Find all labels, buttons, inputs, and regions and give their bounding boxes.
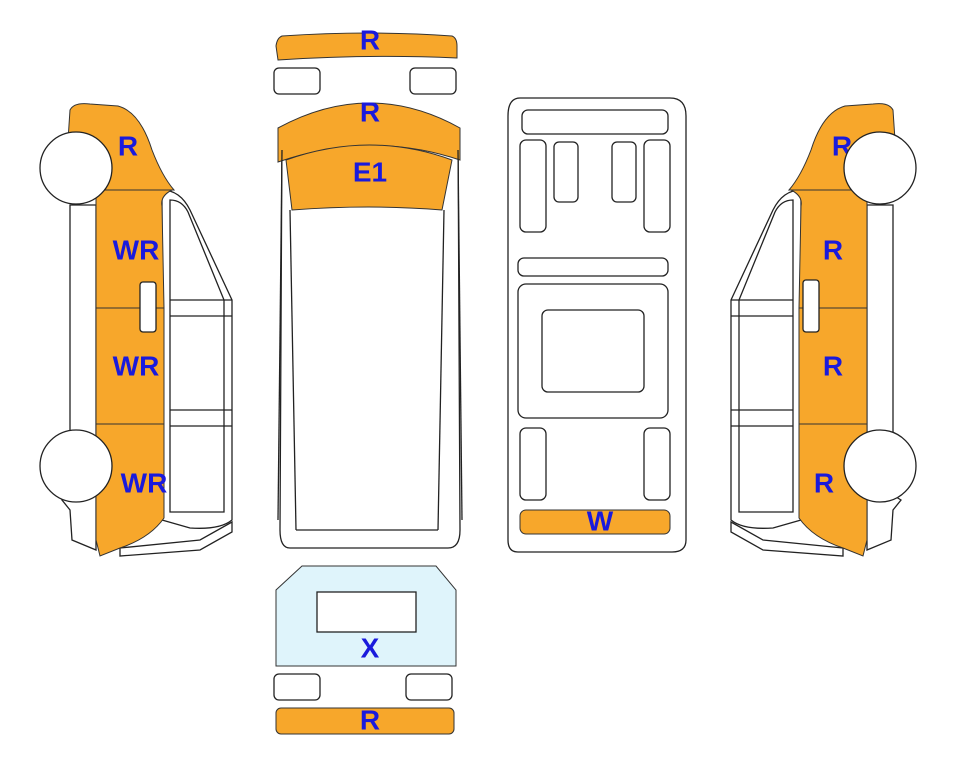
left-door-handle bbox=[139, 281, 157, 333]
right-rear-quarter-label: R bbox=[814, 467, 834, 498]
top-view: R E1 bbox=[277, 96, 463, 549]
roof-left-rail bbox=[289, 209, 297, 531]
rear-view: X R bbox=[273, 565, 457, 735]
right-door-handle bbox=[802, 279, 820, 333]
underside-rear-panel[interactable] bbox=[519, 509, 671, 535]
bonnet-label: R bbox=[360, 96, 380, 127]
left-sliding-door-label: WR bbox=[113, 350, 160, 381]
right-side-view: R R R R bbox=[730, 103, 917, 557]
roof-front-panel[interactable] bbox=[285, 144, 453, 211]
underside-front-right-tank bbox=[611, 141, 637, 203]
left-front-door-panel[interactable] bbox=[95, 189, 173, 309]
roof-right-rail bbox=[437, 209, 445, 531]
underside-front-crossmember bbox=[521, 109, 669, 135]
left-headlight bbox=[273, 67, 321, 95]
left-front-wing-label: R bbox=[118, 130, 138, 161]
left-front-door-label: WR bbox=[113, 234, 160, 265]
left-mirror-edge bbox=[277, 149, 283, 521]
underside-view: W bbox=[507, 97, 687, 553]
underside-rear-left-rail bbox=[519, 427, 547, 501]
right-bottom-trim bbox=[730, 520, 844, 557]
rear-bumper-label: R bbox=[360, 704, 380, 735]
left-rear-wheel-icon bbox=[39, 429, 113, 503]
front-bumper-panel[interactable] bbox=[275, 32, 458, 61]
right-front-door-label: R bbox=[823, 234, 843, 265]
left-rear-quarter-panel[interactable] bbox=[95, 423, 165, 557]
underside-front-left-rail bbox=[519, 139, 547, 233]
right-headlight bbox=[409, 67, 457, 95]
rear-window-label: X bbox=[361, 632, 380, 663]
underside-rear-label: W bbox=[587, 505, 614, 536]
rear-bumper-panel[interactable] bbox=[275, 707, 455, 735]
right-window-inner bbox=[738, 199, 794, 513]
underside-spare-well bbox=[541, 309, 645, 393]
left-rear-quarter-label: WR bbox=[121, 467, 168, 498]
rear-number-plate bbox=[316, 591, 417, 633]
left-tail-light bbox=[273, 673, 321, 701]
right-mirror-edge bbox=[457, 149, 463, 521]
right-rear-wheel-icon bbox=[843, 429, 917, 503]
underside-front-right-rail bbox=[643, 139, 671, 233]
right-front-wheel-icon bbox=[843, 131, 917, 205]
front-view: R bbox=[273, 24, 458, 95]
left-front-wheel-icon bbox=[39, 131, 113, 205]
underside-mid-crossmember bbox=[517, 257, 669, 277]
left-bottom-trim bbox=[119, 520, 233, 557]
right-sliding-door-label: R bbox=[823, 350, 843, 381]
right-front-door-panel[interactable] bbox=[790, 189, 868, 309]
right-tail-light bbox=[405, 673, 453, 701]
left-window-frame bbox=[161, 189, 233, 529]
underside-front-left-tank bbox=[553, 141, 579, 203]
underside-rear-right-rail bbox=[643, 427, 671, 501]
roof-front-label: E1 bbox=[353, 156, 387, 187]
right-window-frame bbox=[730, 189, 802, 529]
left-window-inner bbox=[169, 199, 225, 513]
left-side-view: R WR WR WR bbox=[39, 103, 233, 557]
front-bumper-label: R bbox=[360, 24, 380, 55]
